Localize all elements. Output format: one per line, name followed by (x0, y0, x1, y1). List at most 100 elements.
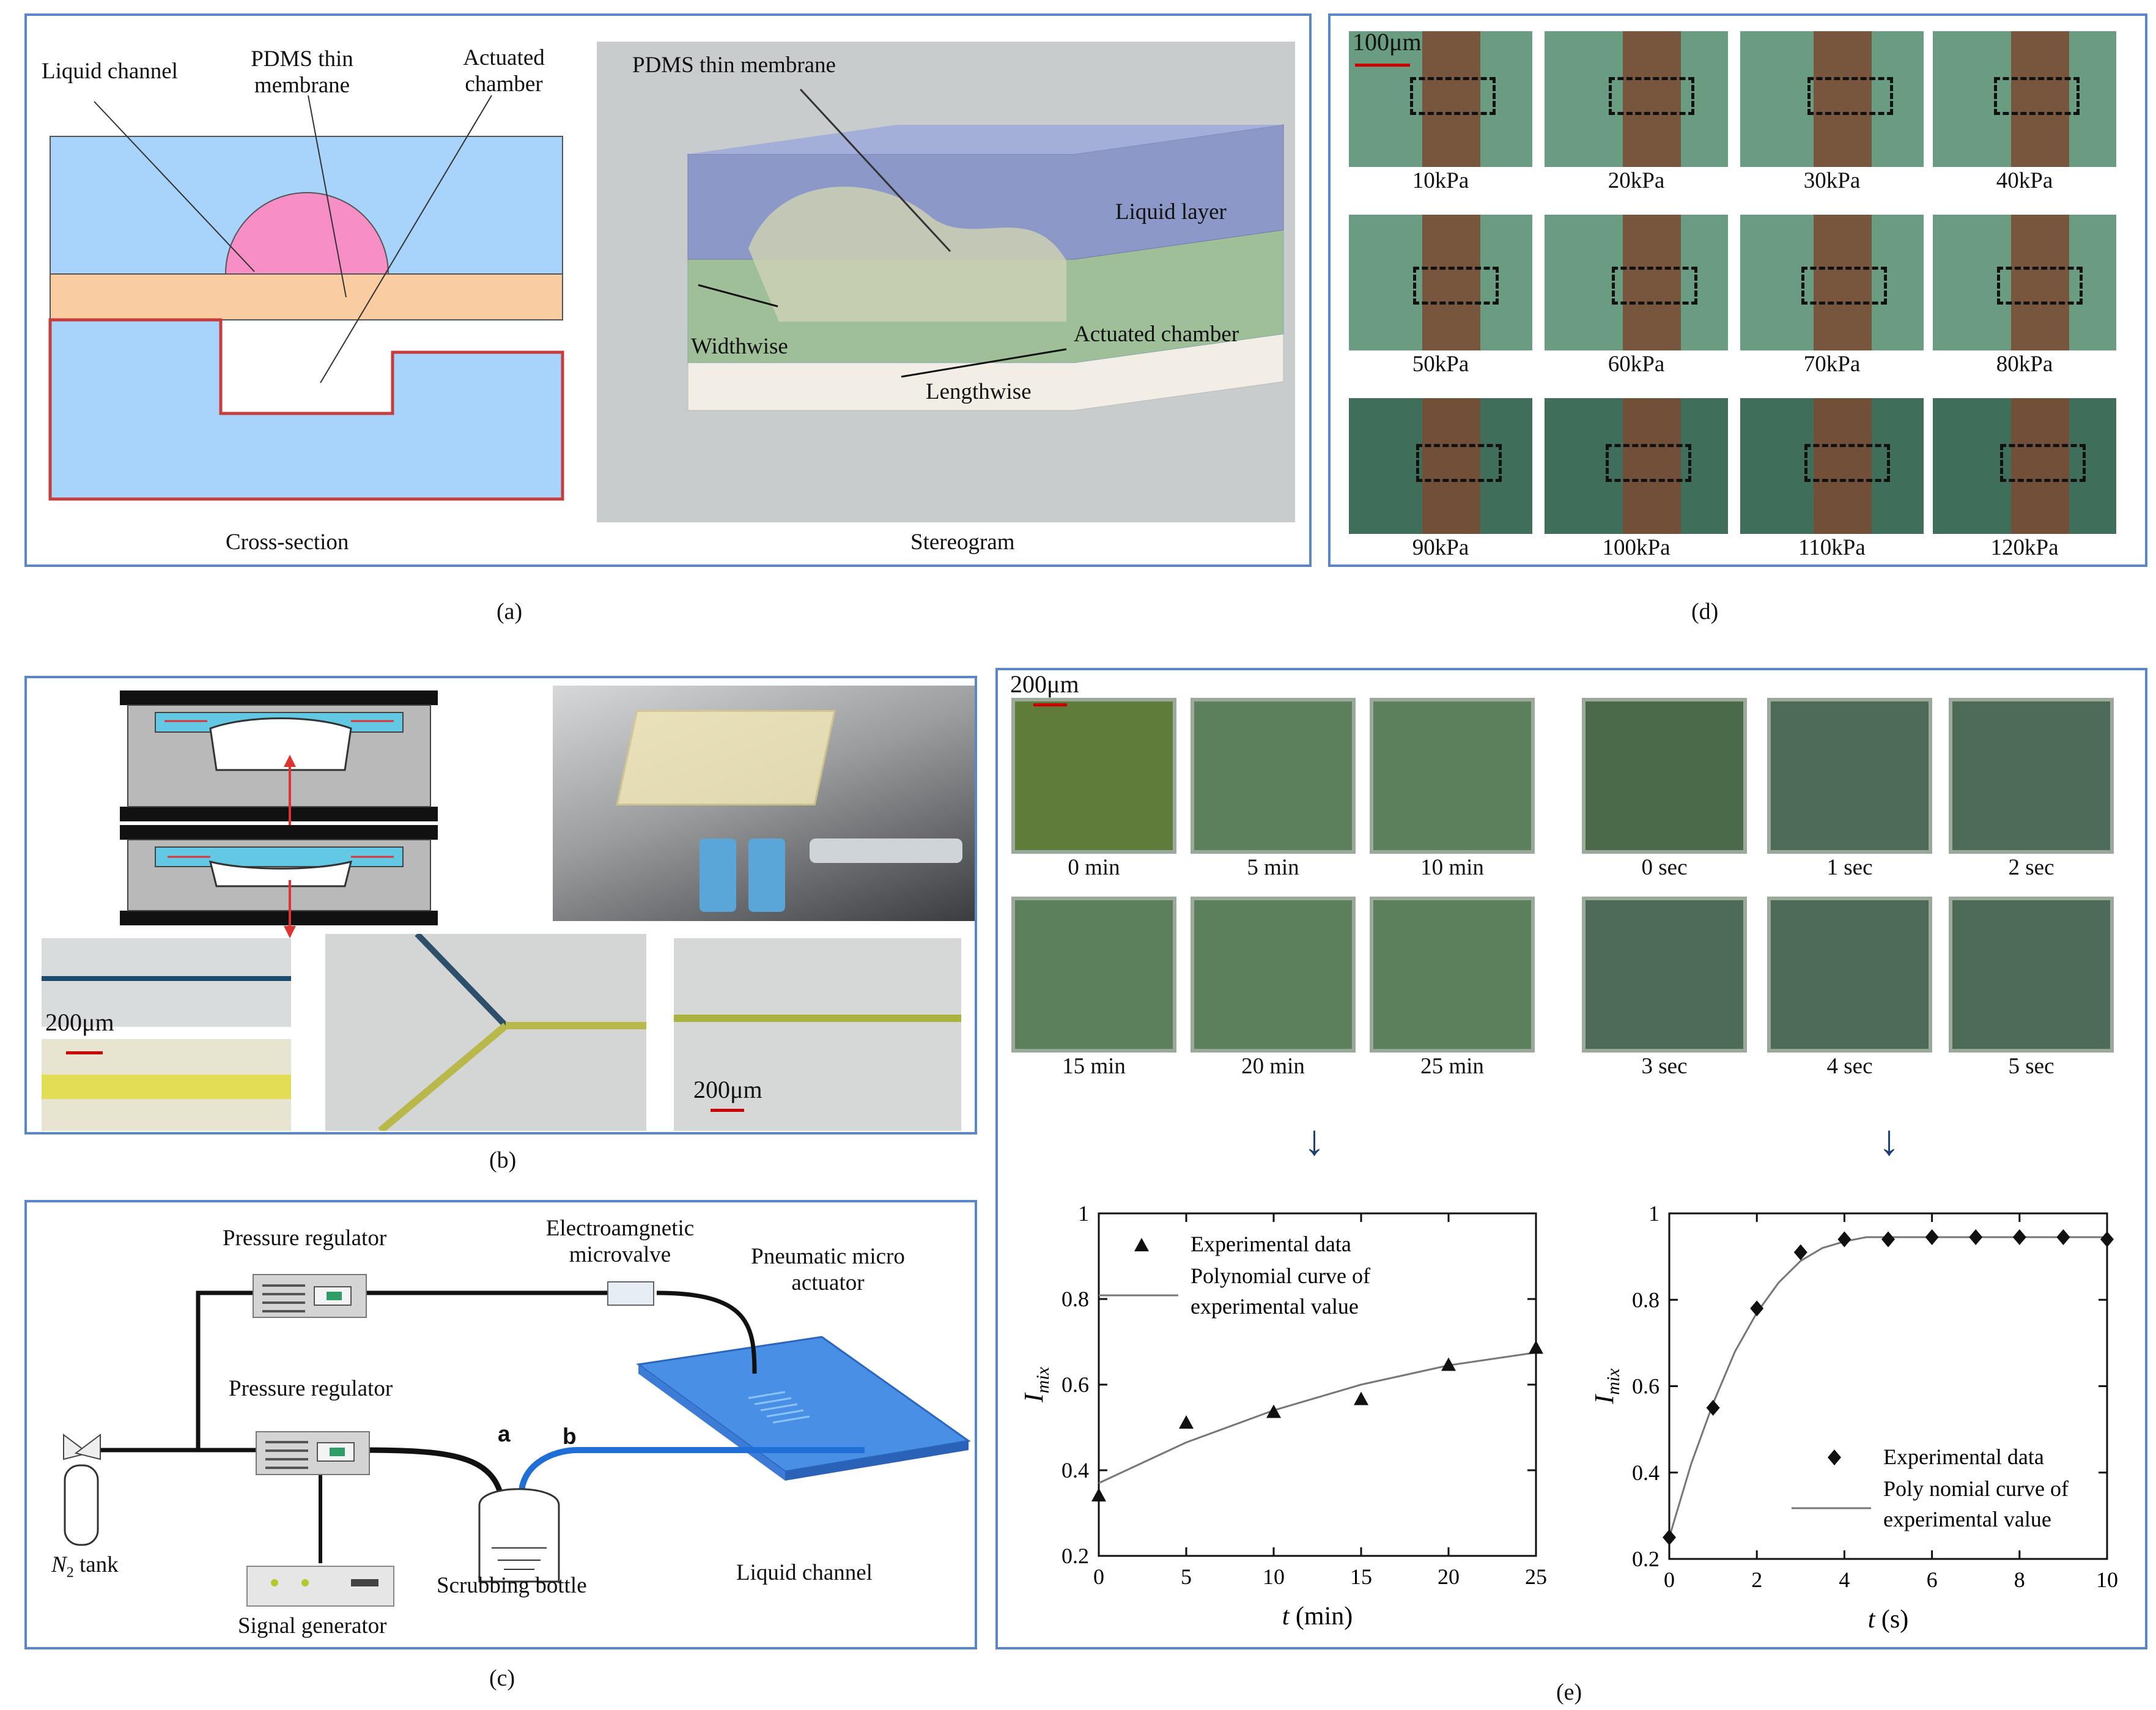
label-stereo-pdms: PDMS thin membrane (632, 53, 836, 79)
x-tick-label: 0 (1664, 1568, 1675, 1592)
data-point (1881, 1231, 1895, 1247)
junction-photo (325, 934, 646, 1131)
x-tick-label: 8 (2014, 1568, 2025, 1592)
time-label: 0 sec (1582, 855, 1747, 881)
mixing-image (1582, 698, 1747, 854)
caption-a: (a) (497, 598, 522, 625)
pressure-image (1933, 215, 2116, 350)
pressure-image (1933, 31, 2116, 167)
pressure-image (1933, 398, 2116, 534)
legend-label-curve: experimental value (1883, 1507, 2051, 1531)
legend-label-data: Experimental data (1883, 1445, 2044, 1469)
label-cross-section: Cross-section (226, 530, 349, 556)
pressure-label: 100kPa (1545, 535, 1728, 561)
region-box (1612, 267, 1697, 305)
x-tick-label: 6 (1927, 1568, 1938, 1592)
region-box (1606, 444, 1691, 482)
legend-marker (1828, 1449, 1841, 1465)
y-tick-label: 1 (1078, 1201, 1089, 1226)
legend-label-curve: Poly nomial curve of (1883, 1476, 2069, 1501)
legend-label-data: Experimental data (1191, 1232, 1351, 1256)
arrow-down-icon-left: ↓ (1304, 1117, 1325, 1166)
x-tick-label: 15 (1350, 1564, 1372, 1589)
x-tick-label: 10 (2096, 1568, 2118, 1592)
region-box (1416, 444, 1502, 482)
label-widthwise: Widthwise (691, 334, 788, 360)
pressure-image (1740, 215, 1924, 350)
label-liquid-layer: Liquid layer (1115, 199, 1227, 226)
caption-e: (e) (1556, 1679, 1582, 1706)
pressure-label: 120kPa (1933, 535, 2116, 561)
data-point (1837, 1231, 1851, 1247)
pressure-label: 20kPa (1545, 168, 1728, 194)
x-tick-label: 10 (1263, 1564, 1285, 1589)
device-photo (553, 686, 975, 921)
label-lengthwise: Lengthwise (926, 379, 1032, 405)
mixing-image (1191, 897, 1356, 1053)
pressure-label: 50kPa (1349, 352, 1532, 378)
pressure-image (1349, 215, 1532, 350)
pressure-image (1349, 398, 1532, 534)
data-point (1969, 1229, 1982, 1245)
label-tube-b: b (563, 1424, 577, 1450)
pressure-image (1545, 215, 1728, 350)
mixing-image (1011, 698, 1176, 854)
label-tube-a: a (498, 1421, 511, 1448)
mixing-image (1370, 897, 1535, 1053)
y-tick-label: 0.8 (1632, 1287, 1659, 1312)
mixing-image (1767, 698, 1932, 854)
scale-bar-b-left-label: 200μm (45, 1009, 114, 1037)
time-label: 2 sec (1949, 855, 2114, 881)
legend-label-curve: Polynomial curve of (1191, 1264, 1370, 1288)
legend-label-curve: experimental value (1191, 1294, 1359, 1319)
scale-bar-label: 100μm (1353, 28, 1422, 56)
x-tick-label: 20 (1438, 1564, 1460, 1589)
y-axis-label: Imix (1589, 1368, 1623, 1405)
time-label: 15 min (1011, 1054, 1176, 1080)
region-box (2000, 444, 2086, 482)
caption-c: (c) (489, 1665, 515, 1692)
region-box (1413, 267, 1499, 305)
x-tick-label: 25 (1525, 1564, 1547, 1589)
label-n2-tank: N2 tank (51, 1552, 119, 1582)
x-tick-label: 5 (1181, 1564, 1192, 1589)
data-point (1179, 1415, 1194, 1429)
time-label: 0 min (1011, 855, 1176, 881)
y-tick-label: 0.2 (1632, 1547, 1659, 1571)
data-point (2013, 1229, 2026, 1245)
pressure-label: 10kPa (1349, 168, 1532, 194)
data-point (1354, 1392, 1368, 1405)
data-point (1707, 1400, 1720, 1416)
label-pressure-regulator-top: Pressure regulator (223, 1226, 386, 1252)
data-point (2100, 1231, 2114, 1247)
panel-e: 0 min5 min10 min0 sec1 sec2 sec15 min20 … (995, 668, 2147, 1649)
scale-bar (1355, 64, 1410, 67)
label-scrubbing-bottle: Scrubbing bottle (437, 1573, 587, 1599)
panel-b: 200μm 200μm (24, 676, 977, 1134)
mixing-image (1767, 897, 1932, 1053)
caption-d: (d) (1691, 598, 1718, 625)
time-label: 5 min (1191, 855, 1356, 881)
pressure-image (1545, 31, 1728, 167)
y-tick-label: 0.2 (1061, 1544, 1089, 1568)
scale-bar-b-left (66, 1051, 103, 1054)
mixing-image (1582, 897, 1747, 1053)
pressure-image (1545, 398, 1728, 534)
x-axis-label: t (s) (1868, 1605, 1909, 1634)
data-point (1750, 1300, 1763, 1316)
pressure-label: 40kPa (1933, 168, 2116, 194)
region-box (1804, 444, 1890, 482)
label-pressure-regulator-bottom: Pressure regulator (229, 1376, 393, 1402)
x-axis-label: t (min) (1282, 1602, 1353, 1630)
arrow-down-icon-right: ↓ (1878, 1117, 1900, 1166)
time-label: 25 min (1370, 1054, 1535, 1080)
cross-section-diagram (27, 16, 1311, 566)
scale-bar-b-right-label: 200μm (693, 1076, 762, 1104)
scale-bar-e (1033, 703, 1067, 706)
pressure-image (1740, 398, 1924, 534)
data-point (1529, 1341, 1543, 1354)
y-tick-label: 0.6 (1632, 1374, 1659, 1399)
